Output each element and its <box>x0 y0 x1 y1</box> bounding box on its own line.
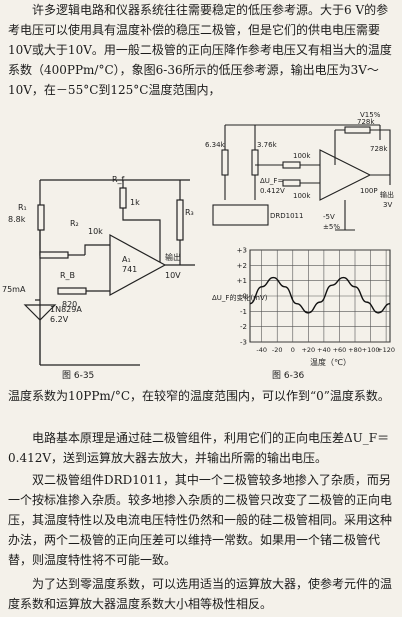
rf-label: R_f <box>112 175 125 184</box>
r2-label: R₂ <box>70 219 79 228</box>
chart-xtick-label: +120 <box>377 346 395 354</box>
figure-6-35-circuit: R₁ 8.8k R_f 1k R₂ 10k R₃ R_B 820 A₁ 741 … <box>2 175 195 366</box>
diode-label: 1N829A <box>50 305 82 314</box>
chart-ytick-label: -1 <box>240 308 247 316</box>
chart-xtick-label: -20 <box>272 346 283 354</box>
chart-xtick-label: +40 <box>317 346 331 354</box>
c100p-label: 100P <box>360 187 378 195</box>
chart-xtick-label: +100 <box>362 346 380 354</box>
amp-type: 741 <box>122 265 137 274</box>
r100k-a-label: 100k <box>293 152 311 160</box>
rb-value: 820 <box>62 300 77 309</box>
figure-6-36-circuit: V15% 6.34k 3.76k ΔU_F= 0.412V 100k 100k … <box>205 111 394 231</box>
v15-label: V15% <box>360 111 381 119</box>
chart-xtick-label: 0 <box>291 346 295 354</box>
intro-paragraph: 许多逻辑电路和仪器系统往往需要稳定的低压参考源。大于6 V的参考电压可以使用具有… <box>8 3 392 97</box>
delta-uf-label: ΔU_F= <box>260 177 283 185</box>
chart-xtick-label: +20 <box>301 346 315 354</box>
figure-6-36-chart: +3 +2 +1 0 -1 -2 -3 -40 -20 0 +20+40+60+80+100+12… <box>212 247 395 368</box>
chart-series-line <box>249 276 391 314</box>
output-voltage: 3V <box>383 201 392 209</box>
chart-ylabel: ΔU_F的变化(mV) <box>212 293 268 302</box>
output-label: 输出 <box>165 252 181 262</box>
chart-xtick-label: -40 <box>256 346 267 354</box>
chart-xtick-label: +60 <box>333 346 347 354</box>
output-label: 输出 <box>380 190 394 199</box>
r100k-b-label: 100k <box>293 192 311 200</box>
r728k-label: 728k <box>357 118 375 126</box>
chart-ytick-label: -3 <box>240 339 247 347</box>
figure-6-35-caption: 图 6-35 <box>62 371 95 381</box>
vneg-label: -5V <box>323 213 335 221</box>
paragraph-2: 温度系数为10PPm/°C，在较窄的温度范围内，可以作到“0”温度系数。 <box>8 389 390 403</box>
rf-value: 1k <box>130 198 140 207</box>
r376-label: 3.76k <box>257 141 278 149</box>
figure-6-36-caption: 图 6-36 <box>272 371 305 381</box>
paragraph-3: 电路基本原理是通过硅二极管组件，利用它们的正向电压差ΔU_F＝0.412V，送到… <box>8 431 390 465</box>
r3-label: R₃ <box>185 208 194 217</box>
chart-ytick-label: +3 <box>237 247 247 255</box>
rb-label: R_B <box>60 271 75 280</box>
current-label: 75mA <box>2 285 26 294</box>
paragraph-4: 双二极管组件DRD1011，其中一个二极管较多地掺入了杂质，而另一个按标准掺入杂… <box>8 473 393 567</box>
chart-ytick-label: +2 <box>237 262 247 270</box>
r728k-b-label: 728k <box>370 145 388 153</box>
r634-label: 6.34k <box>205 141 226 149</box>
chart-ytick-label: -2 <box>240 323 247 331</box>
paragraph-5: 为了达到零温度系数，可以选用适当的运算放大器，使参考元件的温度系数和运算放大器温… <box>8 577 393 611</box>
chart-xtick-label: +80 <box>348 346 362 354</box>
output-voltage: 10V <box>165 271 181 280</box>
drd-label: DRD1011 <box>270 212 303 220</box>
r1-label: R₁ <box>18 203 27 212</box>
chart-ytick-label: +1 <box>237 277 247 285</box>
diode-voltage: 6.2V <box>50 315 69 324</box>
delta-uf-value: 0.412V <box>260 187 285 195</box>
chart-xlabel: 温度（℃） <box>310 357 351 367</box>
amp-label: A₁ <box>122 255 131 264</box>
r1-value: 8.8k <box>8 215 26 224</box>
chart-ytick-label: 0 <box>243 293 247 301</box>
vneg-tolerance: ±5% <box>323 223 340 231</box>
r2-value: 10k <box>88 227 103 236</box>
